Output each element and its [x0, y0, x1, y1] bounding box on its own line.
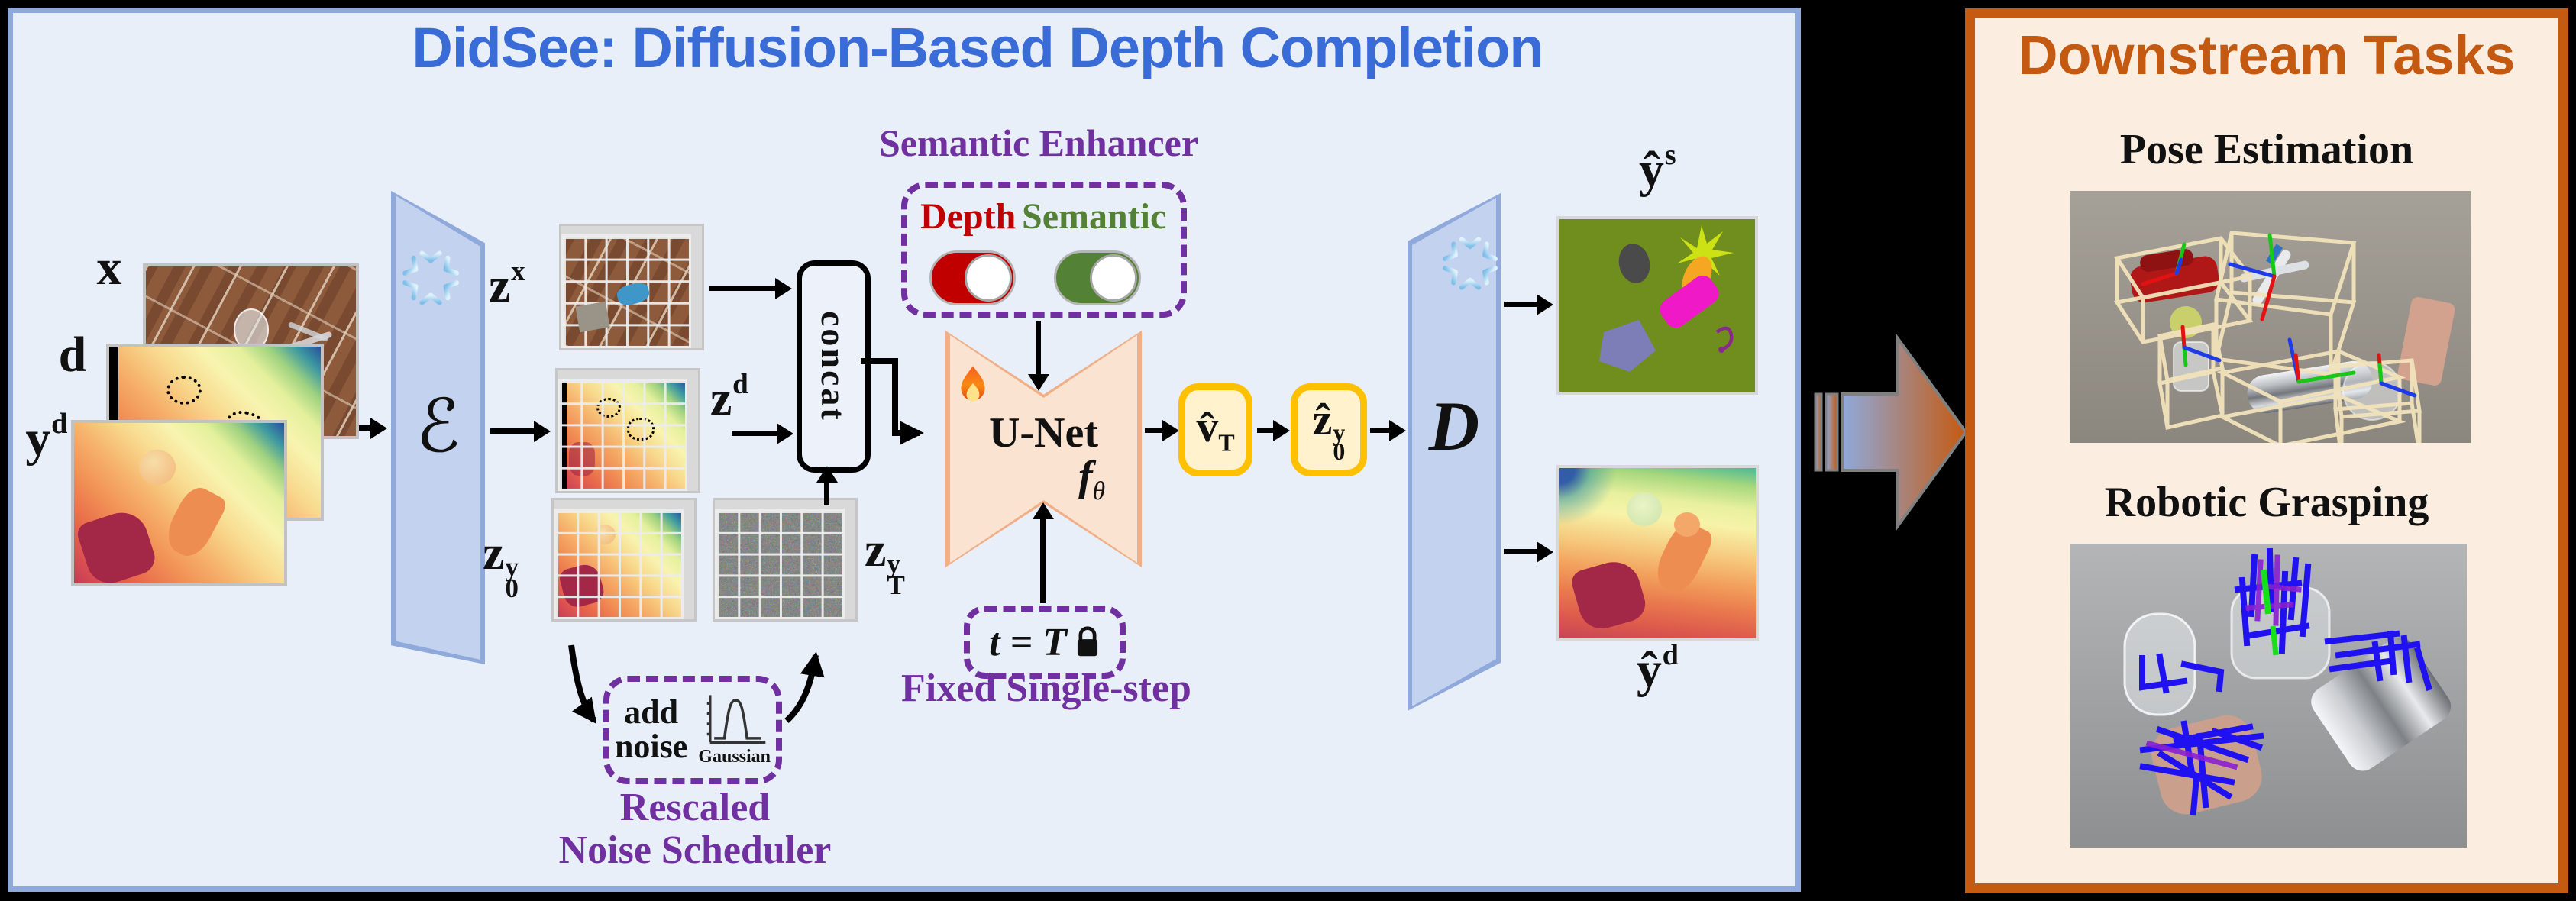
- bottle-shape: [160, 482, 229, 563]
- semantic-output-label: ŷs: [1639, 139, 1676, 198]
- downstream-title: Downstream Tasks: [2018, 25, 2516, 86]
- pose-estimation-image: [2070, 191, 2471, 462]
- depth-toggle-label: Depth: [920, 196, 1017, 237]
- concat-block: concat: [797, 260, 871, 473]
- task-title-pose: Pose Estimation: [2119, 126, 2414, 173]
- latent-zx-box: [559, 224, 704, 350]
- depth-hole: [166, 376, 202, 405]
- depth-output-label: ŷd: [1636, 639, 1679, 698]
- arrow-unet-to-vpred: [1145, 428, 1163, 433]
- arrow-zx-to-concat: [709, 286, 776, 291]
- robotic-grasping-image: [2070, 544, 2467, 848]
- add-noise-label: add noise: [614, 693, 688, 765]
- ball-shape: [139, 450, 176, 485]
- arrow-decoder-to-semantic-output: [1504, 302, 1537, 307]
- input-rgb-label: x: [96, 240, 122, 295]
- unet-fn-label: fθ: [1078, 453, 1106, 506]
- latent-zx-label: zx: [489, 256, 525, 312]
- semantic-toggle-switch: [1054, 250, 1141, 305]
- unet-block: [945, 331, 1142, 567]
- snowflake-icon: [402, 249, 459, 307]
- encoder-symbol: ℰ: [415, 383, 461, 469]
- depth-toggle-switch: [929, 250, 1016, 305]
- add-noise-box: add noise Gaussian: [603, 676, 782, 784]
- arrow-zyT-to-concat: [824, 481, 829, 505]
- task-title-grasping: Robotic Grasping: [2104, 479, 2429, 526]
- semantic-toggle-label: Semantic: [1022, 196, 1167, 237]
- semantic-enhancer-title: Semantic Enhancer: [878, 121, 1199, 164]
- lock-icon: [1077, 626, 1097, 657]
- unet-label: U-Net: [988, 409, 1099, 457]
- encoder-slab: [391, 191, 485, 664]
- input-pseudo-depth-image: [71, 420, 287, 589]
- arrow-vpred-to-z0pred: [1257, 428, 1274, 433]
- arrow-encoder-to-zd: [490, 428, 535, 434]
- fire-icon: [961, 366, 985, 402]
- semantic-enhancer-box: [901, 182, 1187, 318]
- latent-zd-label: zd: [710, 369, 748, 425]
- input-raw-depth-label: d: [58, 327, 87, 383]
- latent-zyT-box: [713, 498, 858, 622]
- arrow-enhancer-to-unet: [1036, 321, 1041, 376]
- gray-box-shape: [575, 301, 610, 333]
- arrow-decoder-to-depth-output: [1504, 549, 1537, 554]
- block-arrow-icon: [1814, 332, 1968, 532]
- semantic-output-image: [1556, 216, 1758, 395]
- depth-output-image: [1556, 465, 1759, 641]
- pipeline-title: DidSee: Diffusion-Based Depth Completion: [412, 16, 1543, 79]
- latent-zy0-box: [551, 498, 697, 622]
- camera-shape: [74, 505, 160, 589]
- arrow-zd-to-concat: [732, 431, 777, 436]
- fixed-single-step-caption: Fixed Single-step: [901, 667, 1191, 710]
- input-pseudo-depth-label: yd: [25, 408, 68, 467]
- snowflake-icon: [1443, 235, 1498, 292]
- gaussian-curve-icon: Gaussian: [698, 693, 771, 767]
- timestep-box: t = T: [964, 606, 1126, 679]
- arrow-z0pred-to-decoder: [1370, 428, 1390, 433]
- decoder-symbol: D: [1428, 387, 1480, 465]
- arrow-timestep-to-unet: [1040, 518, 1046, 603]
- timestep-label: t = T: [989, 620, 1067, 664]
- noise-scheduler-caption: Rescaled Noise Scheduler: [558, 786, 832, 873]
- v-prediction-box: v̂T: [1178, 383, 1252, 476]
- latent-zd-box: [555, 368, 700, 493]
